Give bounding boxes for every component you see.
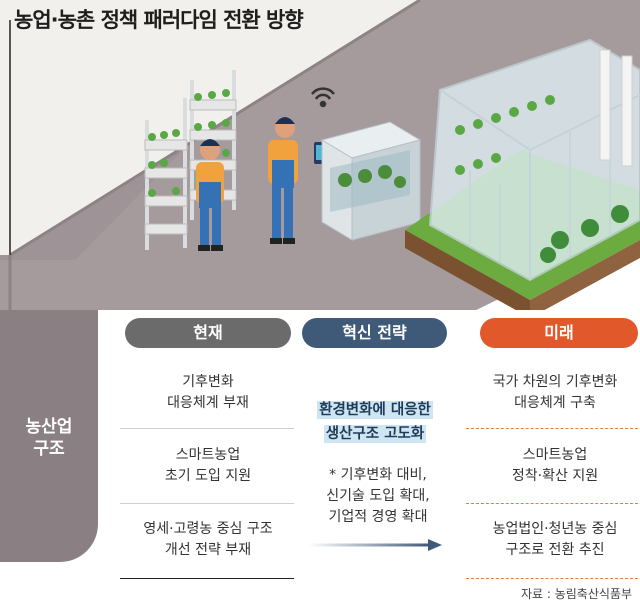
column-header-innovation: 혁신 전략 — [302, 318, 447, 348]
greenhouse-icon — [405, 38, 640, 318]
growth-cabinet-icon — [320, 121, 422, 241]
farmer-with-tablet-icon — [268, 117, 328, 244]
page-title: 농업·농촌 정책 패러다임 전환 방향 — [14, 8, 304, 32]
innovation-highlight: 환경변화에 대응한 생산구조 고도화 — [317, 401, 433, 443]
row-label: 농산업 구조 — [25, 417, 73, 459]
source-credit: 자료 : 농림축산식품부 — [520, 587, 632, 601]
wifi-icon — [311, 87, 335, 108]
innovation-note: * 기후변화 대비, 신기술 도입 확대, 기업적 경영 확대 — [326, 467, 430, 525]
row-label-panel — [0, 310, 98, 562]
farmer-icon — [196, 139, 224, 251]
arrow-right-icon — [308, 539, 442, 551]
smart-farm-illustration — [0, 0, 640, 318]
column-header-future: 미래 — [480, 318, 638, 348]
comparison-table — [0, 310, 640, 606]
column-header-current: 현재 — [125, 318, 291, 348]
